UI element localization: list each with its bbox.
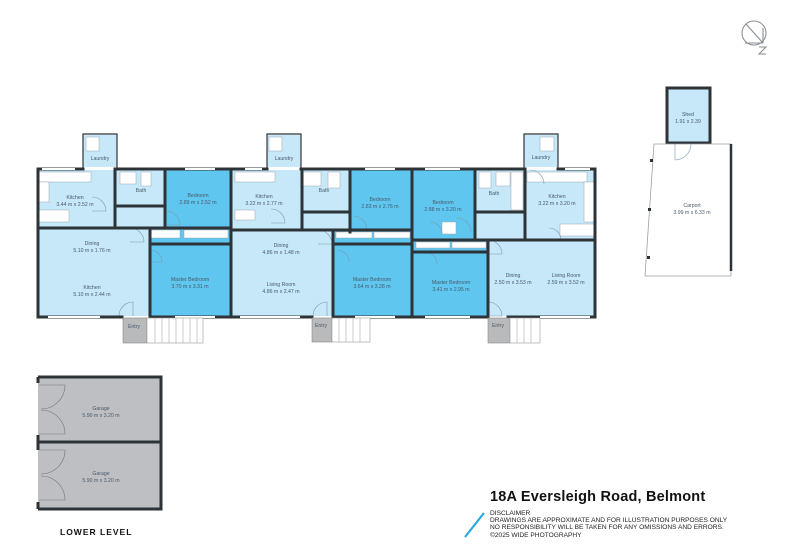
fixtures bbox=[38, 136, 595, 249]
u2-bath-label: Bath bbox=[319, 188, 330, 194]
brand-slash-icon bbox=[464, 512, 485, 538]
garage-2-room bbox=[38, 443, 161, 508]
u3-bedroom-size: 2.88 m x 3.20 m bbox=[424, 207, 461, 213]
stair-treads bbox=[154, 318, 532, 343]
u1-kitchen2-label: Kitchen bbox=[83, 285, 100, 291]
u1-entry-label: Entry bbox=[128, 324, 141, 330]
u2-entry-label: Entry bbox=[315, 323, 328, 329]
lower-level-label: LOWER LEVEL bbox=[60, 527, 133, 537]
u2-bedroom-label: Bedroom bbox=[369, 197, 390, 203]
windows bbox=[42, 168, 590, 318]
property-address-title: 18A Eversleigh Road, Belmont bbox=[490, 489, 706, 505]
u3-living-label: Living Room bbox=[552, 273, 581, 279]
u2-dining-living-room bbox=[232, 230, 333, 316]
u2-master-label: Master Bedroom bbox=[353, 277, 391, 283]
u3-master-size: 3.41 m x 2.95 m bbox=[432, 287, 469, 293]
shed-size: 1.91 x 2.39 bbox=[675, 119, 701, 125]
disclaimer-block: DISCLAIMER DRAWINGS ARE APPROXIMATE AND … bbox=[490, 510, 727, 539]
shed-room bbox=[665, 86, 712, 145]
u2-hall bbox=[302, 212, 349, 230]
carport-label: Carport bbox=[683, 203, 701, 209]
u3-master-label: Master Bedroom bbox=[432, 280, 470, 286]
north-compass-icon bbox=[741, 20, 768, 55]
u1-bedroom-size: 2.89 m x 2.52 m bbox=[179, 200, 216, 206]
lower-level-garages: Garage 5.90 m x 3.20 m Garage 5.90 m x 3… bbox=[36, 375, 163, 511]
carport-size: 3.99 m x 6.33 m bbox=[673, 210, 710, 216]
shed-carport: Shed 1.91 x 2.39 Carport 3.99 m x 6.33 m bbox=[644, 86, 733, 277]
disclaimer-line-2: NO RESPONSIBILITY WILL BE TAKEN FOR ANY … bbox=[490, 524, 724, 532]
u1-bedroom-label: Bedroom bbox=[187, 193, 208, 199]
u2-dining-size: 4.86 m x 1.48 m bbox=[262, 250, 299, 256]
disclaimer-heading: DISCLAIMER bbox=[490, 510, 531, 517]
u2-master-size: 3.64 m x 3.28 m bbox=[353, 284, 390, 290]
u1-bath-label: Bath bbox=[136, 188, 147, 194]
u1-kitchen-size: 3.44 m x 2.52 m bbox=[56, 202, 93, 208]
shed-label: Shed bbox=[682, 112, 694, 118]
u2-living-label: Living Room bbox=[267, 282, 296, 288]
u1-master-bedroom-room bbox=[150, 244, 230, 316]
u3-dining-size: 2.50 m x 3.53 m bbox=[494, 280, 531, 286]
u3-bedroom-label: Bedroom bbox=[432, 200, 453, 206]
u2-master-bedroom-room bbox=[333, 244, 412, 316]
u2-bedroom-room bbox=[350, 170, 412, 232]
u1-kitchen-label: Kitchen bbox=[66, 195, 83, 201]
u1-master-label: Master Bedroom bbox=[171, 277, 209, 283]
u3-hall bbox=[475, 212, 525, 240]
garage-2-label: Garage bbox=[92, 471, 109, 477]
u1-hall bbox=[115, 206, 165, 228]
u3-entry-label: Entry bbox=[492, 323, 505, 329]
u3-bath-label: Bath bbox=[489, 191, 500, 197]
u1-laundry-label: Laundry bbox=[91, 156, 110, 162]
main-building: Laundry Kitchen 3.44 m x 2.52 m Bath Bed… bbox=[36, 133, 597, 344]
entries bbox=[122, 317, 541, 344]
u2-bedroom-size: 2.83 m x 2.76 m bbox=[361, 204, 398, 210]
u3-kitchen-label: Kitchen bbox=[548, 194, 565, 200]
u1-master-size: 3.70 m x 3.31 m bbox=[171, 284, 208, 290]
u1-dining-label: Dining bbox=[85, 241, 100, 247]
u3-dining-living-room bbox=[488, 240, 594, 316]
u2-dining-label: Dining bbox=[274, 243, 289, 249]
u1-kitchen2-size: 5.10 m x 2.44 m bbox=[73, 292, 110, 298]
laundry-walls bbox=[82, 133, 559, 169]
u3-dining-label: Dining bbox=[506, 273, 521, 279]
u1-bedroom-room bbox=[166, 170, 230, 228]
disclaimer-line-1: DRAWINGS ARE APPROXIMATE AND FOR ILLUSTR… bbox=[490, 517, 728, 525]
garage-1-size: 5.90 m x 3.20 m bbox=[82, 413, 119, 419]
u2-kitchen-label: Kitchen bbox=[255, 194, 272, 200]
u3-living-size: 2.59 m x 3.52 m bbox=[547, 280, 584, 286]
garage-2-size: 5.90 m x 3.20 m bbox=[82, 478, 119, 484]
garage-1-label: Garage bbox=[92, 406, 109, 412]
u3-laundry-label: Laundry bbox=[532, 155, 551, 161]
u1-dining-size: 5.10 m x 1.76 m bbox=[73, 248, 110, 254]
carport-area bbox=[644, 143, 732, 277]
u2-laundry-label: Laundry bbox=[275, 156, 294, 162]
u2-kitchen-size: 3.22 m x 2.77 m bbox=[245, 201, 282, 207]
disclaimer-copyright: ©2025 WIDE PHOTOGRAPHY bbox=[490, 531, 582, 539]
u1-dining-kitchen-room bbox=[39, 228, 150, 316]
garage-1-room bbox=[38, 377, 161, 442]
u2-living-size: 4.86 m x 2.47 m bbox=[262, 289, 299, 295]
u3-kitchen-size: 3.22 m x 3.20 m bbox=[538, 201, 575, 207]
u3-master-bedroom-room bbox=[413, 252, 488, 316]
